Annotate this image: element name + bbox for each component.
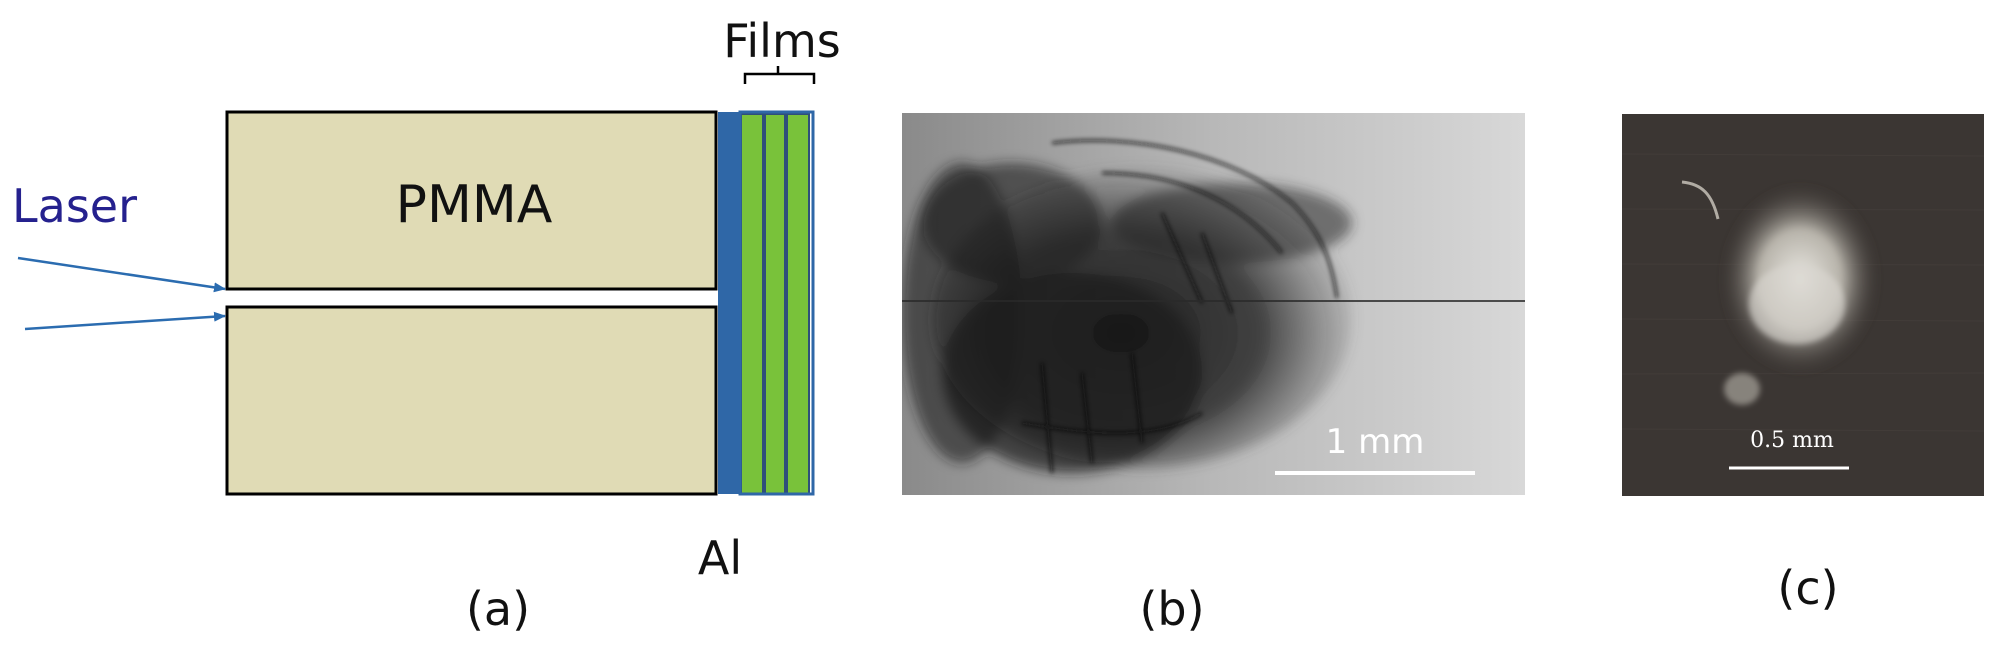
pmma-block-upper xyxy=(225,110,718,291)
caption-a: (a) xyxy=(466,582,530,636)
shadowgraph-image: 1 mm xyxy=(902,113,1525,495)
laser-label: Laser xyxy=(12,179,137,233)
panel-b: 1 mm (b) xyxy=(902,113,1525,636)
film-layer-3 xyxy=(786,113,810,495)
pmma-block-lower xyxy=(225,305,718,496)
laser-beam-lower-arrow xyxy=(24,311,226,331)
film-layer-1 xyxy=(740,113,764,495)
pmma-label: PMMA xyxy=(396,175,553,235)
panel-a: Laser PMMA Films Al (a) xyxy=(12,14,841,636)
scale-label-b: 1 mm xyxy=(1326,422,1425,462)
panel-c: 0.5 mm (c) xyxy=(1622,114,1984,615)
microscope-image: 0.5 mm xyxy=(1622,114,1984,496)
caption-b: (b) xyxy=(1139,582,1204,636)
films-bracket xyxy=(743,66,816,84)
film-layer-2 xyxy=(764,113,786,495)
caption-c: (c) xyxy=(1777,561,1838,615)
aluminum-layer xyxy=(718,112,740,494)
films-label: Films xyxy=(723,14,840,68)
scale-label-c: 0.5 mm xyxy=(1750,428,1834,453)
laser-beam-upper-arrow xyxy=(17,256,226,293)
al-label: Al xyxy=(698,531,742,585)
films-outline xyxy=(738,110,815,496)
